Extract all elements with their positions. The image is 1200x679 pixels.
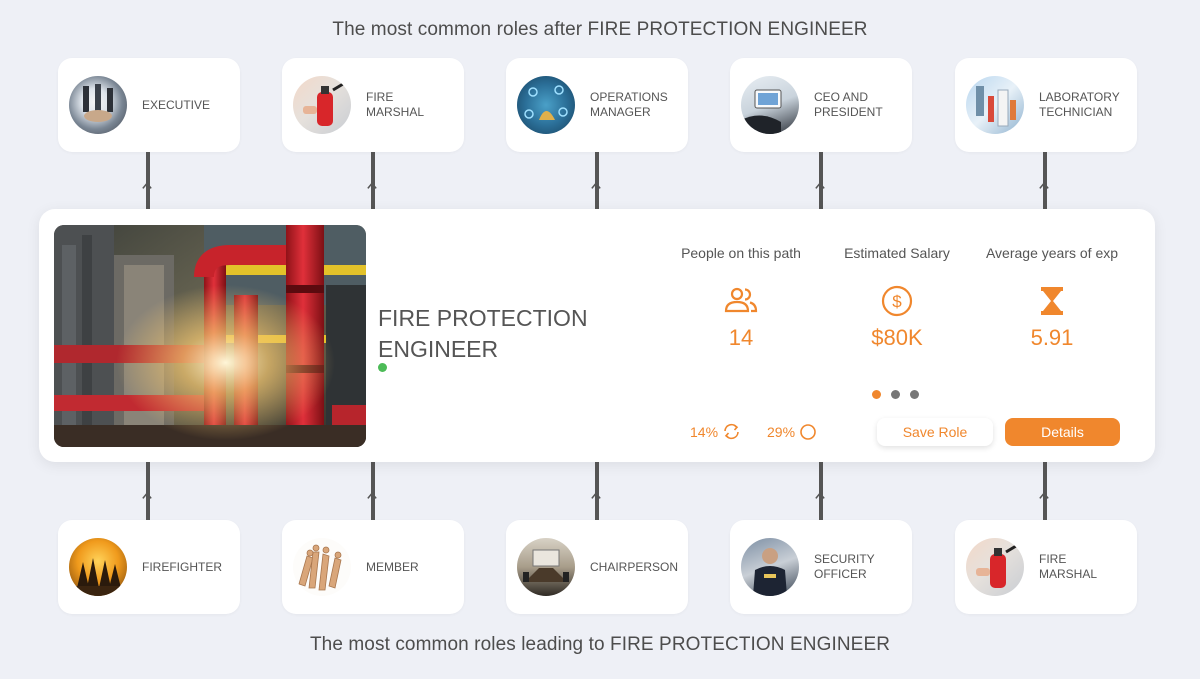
connector-bottom-2-line xyxy=(371,462,375,520)
carousel-dot-1[interactable] xyxy=(872,390,881,399)
circle-icon xyxy=(800,424,816,440)
connector-top-3-arrow-up-icon xyxy=(591,182,601,189)
carousel-dot-2[interactable] xyxy=(891,390,900,399)
connector-top-3-line xyxy=(595,152,599,209)
connector-bottom-4-line xyxy=(819,462,823,520)
role-label: FIREFIGHTER xyxy=(142,559,222,574)
role-label: CHAIRPERSON xyxy=(590,559,679,574)
stat-label-people: People on this path xyxy=(681,245,801,261)
role-photo xyxy=(69,76,127,134)
role-label: MEMBER xyxy=(366,559,419,574)
stat-label-experience: Average years of exp xyxy=(985,245,1119,261)
connector-top-4-arrow-up-icon xyxy=(815,182,825,189)
stat-value-experience: 5.91 xyxy=(1030,325,1074,350)
connector-top-5-arrow-up-icon xyxy=(1039,182,1049,189)
dollar-icon: $ xyxy=(879,283,915,319)
role-photo xyxy=(293,538,351,596)
connector-top-1-line xyxy=(146,152,150,209)
connector-top-2-arrow-up-icon xyxy=(367,182,377,189)
connector-bottom-2-arrow-up-icon xyxy=(367,492,377,499)
refresh-icon xyxy=(724,423,739,440)
connector-bottom-5-line xyxy=(1043,462,1047,520)
stat-value-people: 14 xyxy=(728,325,754,350)
next-roles-heading: The most common roles after FIRE PROTECT… xyxy=(332,19,868,40)
role-photo xyxy=(741,538,799,596)
role-photo xyxy=(966,538,1024,596)
role-hero-image xyxy=(54,225,366,447)
percent-value: 14% xyxy=(690,423,719,440)
stat-label-salary: Estimated Salary xyxy=(844,245,950,261)
svg-text:$: $ xyxy=(892,292,902,311)
connector-top-1-arrow-up-icon xyxy=(142,182,152,189)
connector-bottom-1-line xyxy=(146,462,150,520)
previous-role-card-firefighter[interactable]: FIREFIGHTER xyxy=(58,520,240,614)
percent-value: 29% xyxy=(767,424,796,440)
role-photo xyxy=(517,538,575,596)
role-photo xyxy=(293,76,351,134)
role-photo xyxy=(517,76,575,134)
previous-role-card-member[interactable]: MEMBER xyxy=(282,520,464,614)
connector-top-5-line xyxy=(1043,152,1047,209)
save-role-button[interactable]: Save Role xyxy=(877,418,993,446)
people-icon xyxy=(723,283,759,319)
connector-bottom-4-arrow-up-icon xyxy=(815,492,825,499)
next-role-card-executive[interactable]: EXECUTIVE xyxy=(58,58,240,152)
previous-roles-heading: The most common roles leading to FIRE PR… xyxy=(309,634,891,655)
previous-role-card-chairperson[interactable]: CHAIRPERSON xyxy=(506,520,688,614)
connector-top-2-line xyxy=(371,152,375,209)
connector-bottom-1-arrow-up-icon xyxy=(142,492,152,499)
percent-stat-circle: 29% xyxy=(767,423,817,441)
role-photo xyxy=(966,76,1024,134)
details-button[interactable]: Details xyxy=(1005,418,1120,446)
current-role-title: FIRE PROTECTION ENGINEER xyxy=(378,305,588,362)
hourglass-icon xyxy=(1034,283,1070,319)
role-label: EXECUTIVE xyxy=(142,97,211,112)
connector-top-4-line xyxy=(819,152,823,209)
connector-bottom-3-arrow-up-icon xyxy=(591,492,601,499)
role-photo xyxy=(69,538,127,596)
status-indicator xyxy=(378,363,387,372)
current-role-card: FIRE PROTECTION ENGINEER People on this … xyxy=(39,209,1155,462)
stat-value-salary: $80K xyxy=(871,325,923,350)
percent-stat-refresh: 14% xyxy=(690,423,741,440)
role-photo xyxy=(741,76,799,134)
connector-bottom-5-arrow-up-icon xyxy=(1039,492,1049,499)
carousel-dot-3[interactable] xyxy=(910,390,919,399)
connector-bottom-3-line xyxy=(595,462,599,520)
